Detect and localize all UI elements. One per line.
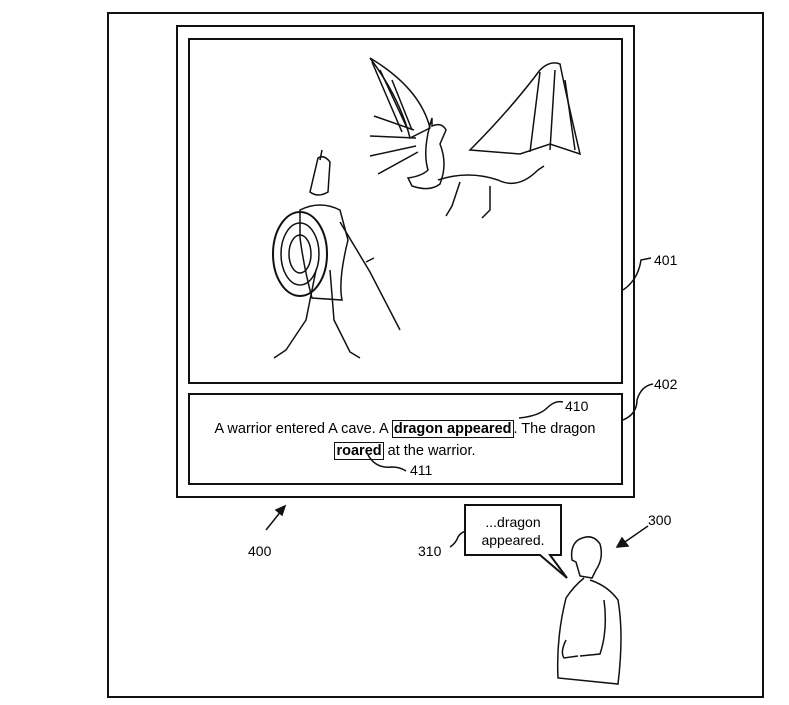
story-text: A warrior entered A cave. A dragon appea… <box>190 418 620 462</box>
label-411: 411 <box>410 462 433 478</box>
label-300: 300 <box>648 512 672 528</box>
outer-frame <box>107 12 764 698</box>
text-panel <box>188 393 623 485</box>
leader-402 <box>622 383 654 421</box>
display-device <box>176 25 635 498</box>
warrior-illustration <box>272 149 401 359</box>
leader-310 <box>449 530 467 548</box>
story-text-3: at the warrior. <box>383 443 476 459</box>
label-400: 400 <box>248 543 272 559</box>
speech-bubble-text: ...dragon appeared. <box>467 513 559 549</box>
story-text-1: A warrior entered A cave. A <box>214 421 392 437</box>
image-panel <box>188 38 623 384</box>
speech-line-1: ...dragon <box>485 514 541 530</box>
highlight-roared[interactable]: roared <box>334 442 384 460</box>
arrow-300 <box>621 525 649 545</box>
label-402: 402 <box>654 376 678 392</box>
story-text-2: . The dragon <box>513 421 596 437</box>
label-310: 310 <box>418 543 442 559</box>
leader-411 <box>367 454 407 472</box>
speech-bubble <box>464 504 568 579</box>
label-410: 410 <box>565 398 589 414</box>
speech-line-2: appeared. <box>481 532 545 548</box>
dragon-illustration <box>369 57 582 219</box>
highlight-dragon-appeared[interactable]: dragon appeared <box>391 420 514 438</box>
person-illustration <box>556 536 622 685</box>
leader-401 <box>622 257 652 291</box>
label-401: 401 <box>654 252 678 268</box>
leader-410 <box>518 400 564 419</box>
